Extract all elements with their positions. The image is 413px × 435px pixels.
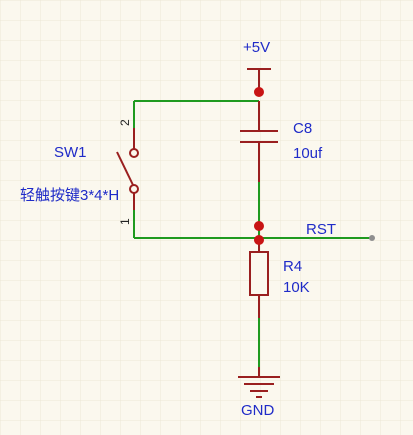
junction-power[interactable]: [254, 87, 264, 97]
wires: [133, 100, 372, 367]
switch-pin-bottom: 1: [118, 218, 132, 225]
capacitor-designator: C8: [293, 120, 312, 137]
switch-lever[interactable]: [116, 151, 134, 186]
resistor-body[interactable]: [249, 251, 269, 296]
switch-contact-top[interactable]: [129, 148, 139, 158]
ground-label: GND: [241, 402, 275, 419]
junction-top[interactable]: [254, 221, 264, 231]
capacitor-value: 10uf: [293, 145, 323, 162]
components: [116, 68, 280, 398]
junctions: [254, 87, 264, 245]
resistor-value: 10K: [283, 279, 310, 296]
power-label: +5V: [243, 39, 270, 56]
net-label: RST: [306, 221, 336, 238]
resistor-designator: R4: [283, 258, 302, 275]
switch-pin-top: 2: [118, 119, 132, 126]
junction-rst[interactable]: [254, 235, 264, 245]
switch-description: 轻触按键3*4*H: [20, 187, 119, 204]
switch-contact-bottom[interactable]: [129, 184, 139, 194]
switch-designator: SW1: [54, 144, 87, 161]
net-end-point[interactable]: [369, 235, 375, 241]
